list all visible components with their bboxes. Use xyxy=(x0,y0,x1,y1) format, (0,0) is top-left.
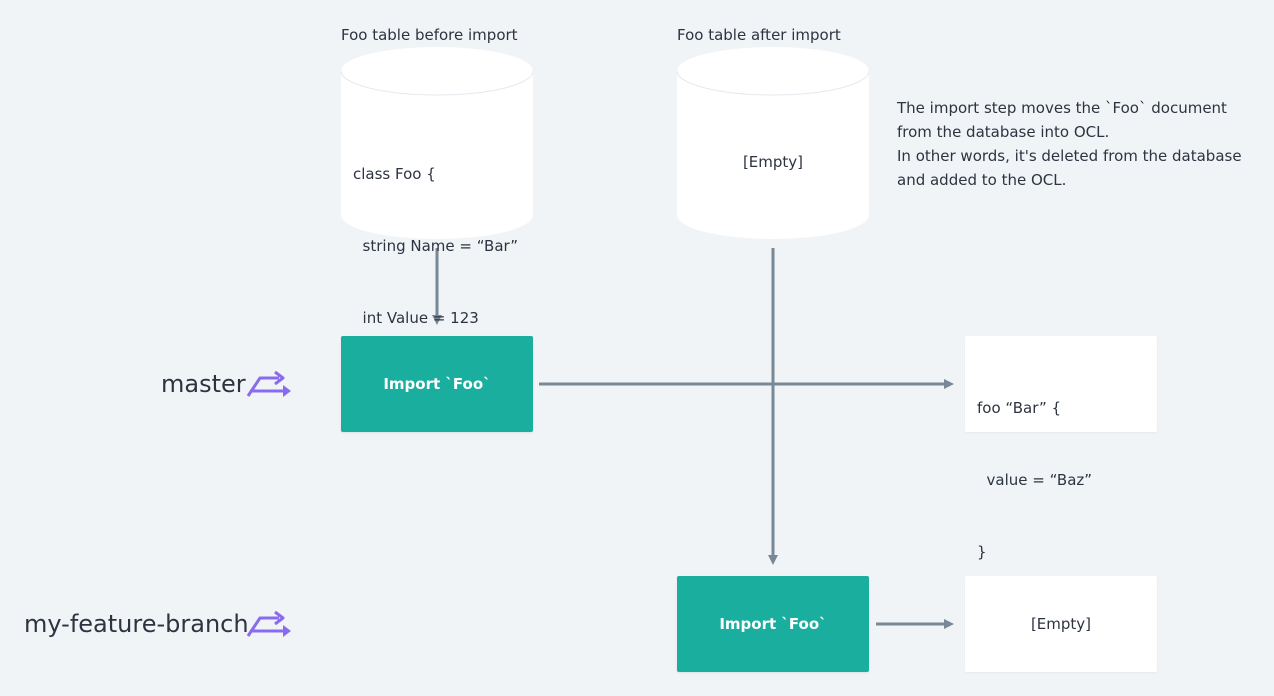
code-line: string Name = “Bar” xyxy=(353,237,519,255)
code-line: } xyxy=(977,543,987,561)
note-line: The import step moves the `Foo` document xyxy=(897,99,1227,117)
code-line: int Value = 123 xyxy=(353,309,479,327)
feature-import-step: Import `Foo` xyxy=(677,576,869,672)
before-caption: Foo table before import xyxy=(341,26,518,44)
after-caption: Foo table after import xyxy=(677,26,841,44)
master-output-content: foo “Bar” { value = “Baz” } xyxy=(977,348,1092,612)
after-content: [Empty] xyxy=(742,153,804,171)
code-line: foo “Bar” { xyxy=(977,399,1062,417)
import-explanation-note: The import step moves the `Foo` document… xyxy=(897,96,1267,192)
database-icon xyxy=(677,47,869,239)
branch-label-feature: my-feature-branch xyxy=(24,610,249,638)
master-import-step: Import `Foo` xyxy=(341,336,533,432)
branch-arrow-icon xyxy=(246,370,291,397)
note-line: from the database into OCL. xyxy=(897,123,1110,141)
feature-output-card: [Empty] xyxy=(965,576,1157,672)
code-line: class Foo { xyxy=(353,165,436,183)
master-output-card: foo “Bar” { value = “Baz” } xyxy=(965,336,1157,561)
before-database-cylinder: class Foo { string Name = “Bar” int Valu… xyxy=(341,47,533,399)
branch-label-master: master xyxy=(161,370,246,398)
feature-output-content: [Empty] xyxy=(1030,615,1092,633)
note-line: In other words, it's deleted from the da… xyxy=(897,147,1242,165)
database-icon xyxy=(341,47,533,239)
code-line: value = “Baz” xyxy=(977,471,1093,489)
note-line: and added to the OCL. xyxy=(897,171,1067,189)
branch-arrow-icon xyxy=(246,610,291,637)
after-database-cylinder: [Empty] xyxy=(677,47,869,243)
before-content: class Foo { string Name = “Bar” int Valu… xyxy=(353,114,518,450)
